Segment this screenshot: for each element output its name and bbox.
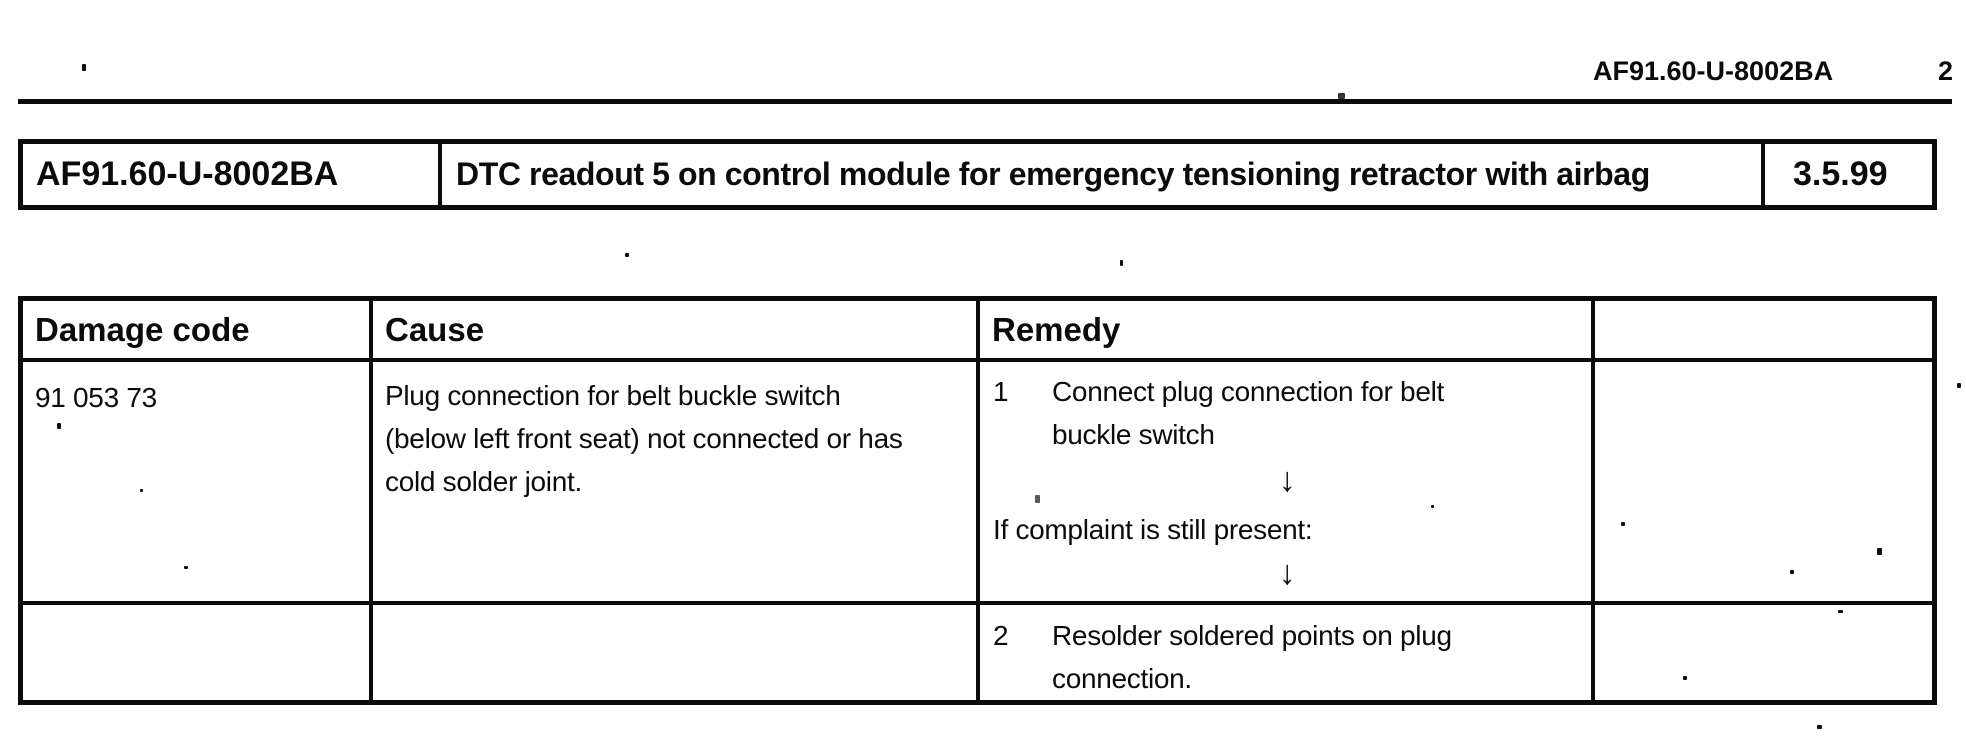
remedy-step-2: 2 Resolder soldered points on plug conne… [993, 614, 1581, 700]
page-header-document-code: AF91.60-U-8002BA [1593, 56, 1834, 86]
down-arrow-icon: ↓ [1278, 461, 1296, 499]
down-arrow-icon: ↓ [1278, 554, 1296, 592]
column-header-cause: Cause [369, 301, 976, 358]
scan-speck [1338, 93, 1345, 99]
damage-code-cell-row2 [23, 601, 369, 700]
remedy-step-number: 1 [993, 376, 1009, 407]
column-header-remedy: Remedy [976, 301, 1591, 358]
damage-code-value: 91 053 73 [23, 358, 369, 601]
remedy-cell-row1: 1 Connect plug connection for belt buckl… [976, 358, 1591, 601]
scan-speck [82, 64, 86, 71]
cause-cell-row2 [369, 601, 976, 700]
condition-text: If complaint is still present: [993, 514, 1313, 545]
scan-speck [1957, 383, 1961, 388]
column-header-damage-code: Damage code [35, 310, 250, 348]
extra-cell-row1 [1591, 358, 1932, 601]
scan-speck [57, 423, 61, 429]
scan-speck [184, 566, 188, 569]
scan-speck [625, 253, 629, 257]
scan-speck [1431, 505, 1434, 508]
remedy-step-text-line: connection. [1052, 663, 1192, 694]
cause-text: Plug connection for belt buckle switch (… [369, 358, 976, 601]
scan-speck [1838, 610, 1843, 613]
scan-speck [1621, 522, 1625, 526]
scan-speck [1683, 676, 1687, 680]
document-title: DTC readout 5 on control module for emer… [438, 144, 1761, 205]
title-bar: AF91.60-U-8002BA DTC readout 5 on contro… [18, 139, 1937, 210]
header-rule [18, 99, 1952, 104]
cause-text-line: Plug connection for belt buckle switch [385, 380, 841, 411]
column-header-extra [1591, 301, 1932, 358]
remedy-step-1: 1 Connect plug connection for belt buckl… [993, 370, 1581, 456]
scan-speck [140, 489, 143, 492]
remedy-cell-row2: 2 Resolder soldered points on plug conne… [976, 601, 1591, 700]
page-header-page-number: 2 [1938, 56, 1954, 86]
scan-speck [1817, 725, 1822, 729]
remedy-step-text: Resolder soldered points on plug connect… [1052, 614, 1452, 700]
scan-speck [1790, 570, 1794, 574]
remedy-step-text: Connect plug connection for belt buckle … [1052, 370, 1444, 456]
scan-speck [1120, 260, 1123, 266]
dtc-table: Damage code Cause Remedy 91 053 73 Plug … [18, 296, 1937, 705]
remedy-step-number: 2 [993, 620, 1009, 651]
cause-text-line: (below left front seat) not connected or… [385, 423, 903, 454]
scan-speck [1035, 495, 1040, 503]
title-date: 3.5.99 [1761, 144, 1932, 205]
scan-speck [1877, 548, 1882, 555]
remedy-step-text-line: Connect plug connection for belt [1052, 376, 1444, 407]
remedy-step-text-line: Resolder soldered points on plug [1052, 620, 1452, 651]
cause-text-line: cold solder joint. [385, 466, 582, 497]
title-document-code: AF91.60-U-8002BA [36, 155, 339, 193]
extra-cell-row2 [1591, 601, 1932, 700]
remedy-step-text-line: buckle switch [1052, 419, 1215, 450]
